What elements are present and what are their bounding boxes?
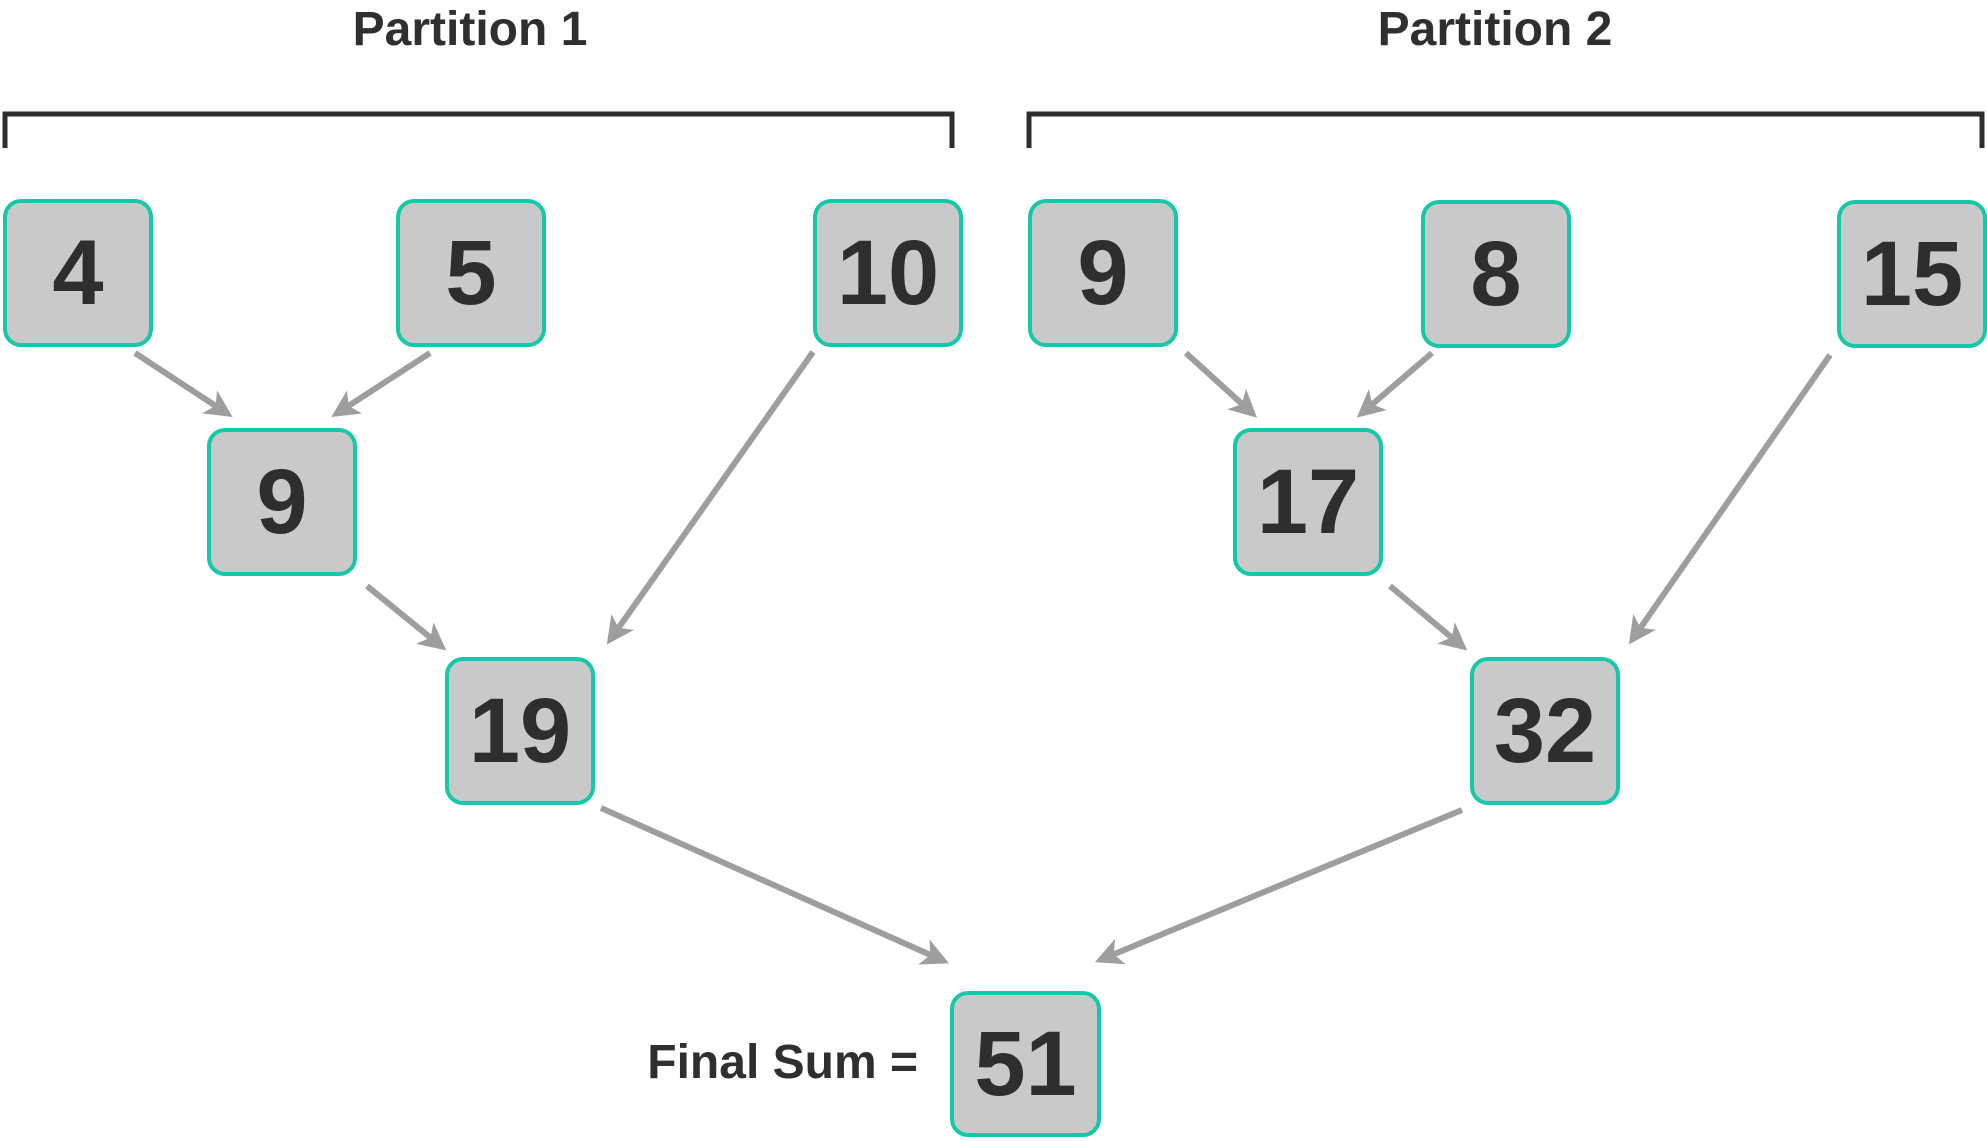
p1-sum-box-9: 9	[207, 428, 357, 576]
arrow-p2-17-to-32	[1388, 583, 1468, 651]
arrow-p1-4-to-9	[133, 350, 233, 418]
arrow-p2-9-to-17	[1183, 350, 1258, 418]
p1-leaf-box-10: 10	[813, 199, 963, 347]
p2-sum-box-32: 32	[1470, 657, 1620, 805]
partition-2-title: Partition 2	[1377, 3, 1613, 56]
partition-1-title: Partition 1	[352, 3, 588, 56]
arrow-p1-10-to-19	[606, 350, 816, 645]
final-sum-label: Final Sum =	[647, 1036, 918, 1089]
arrow-p2-8-to-17	[1356, 350, 1434, 418]
p1-leaf-box-5: 5	[396, 199, 546, 347]
arrow-p1-19-to-51	[599, 805, 950, 965]
arrow-p1-5-to-9	[331, 350, 432, 418]
p2-leaf-box-9: 9	[1028, 199, 1178, 347]
p2-sum-box-17: 17	[1233, 428, 1383, 576]
p1-leaf-box-4: 4	[3, 199, 153, 347]
final-sum-box: 51	[950, 991, 1101, 1137]
arrow-p1-9-to-19	[365, 583, 447, 651]
p2-leaf-box-8: 8	[1421, 200, 1571, 348]
partition-1-bracket	[2, 111, 955, 148]
p1-sum-box-19: 19	[445, 657, 595, 805]
p2-leaf-box-15: 15	[1837, 200, 1987, 348]
arrow-p2-32-to-51	[1094, 807, 1464, 965]
partition-2-bracket	[1026, 111, 1985, 148]
arrow-p2-15-to-32	[1628, 353, 1833, 645]
